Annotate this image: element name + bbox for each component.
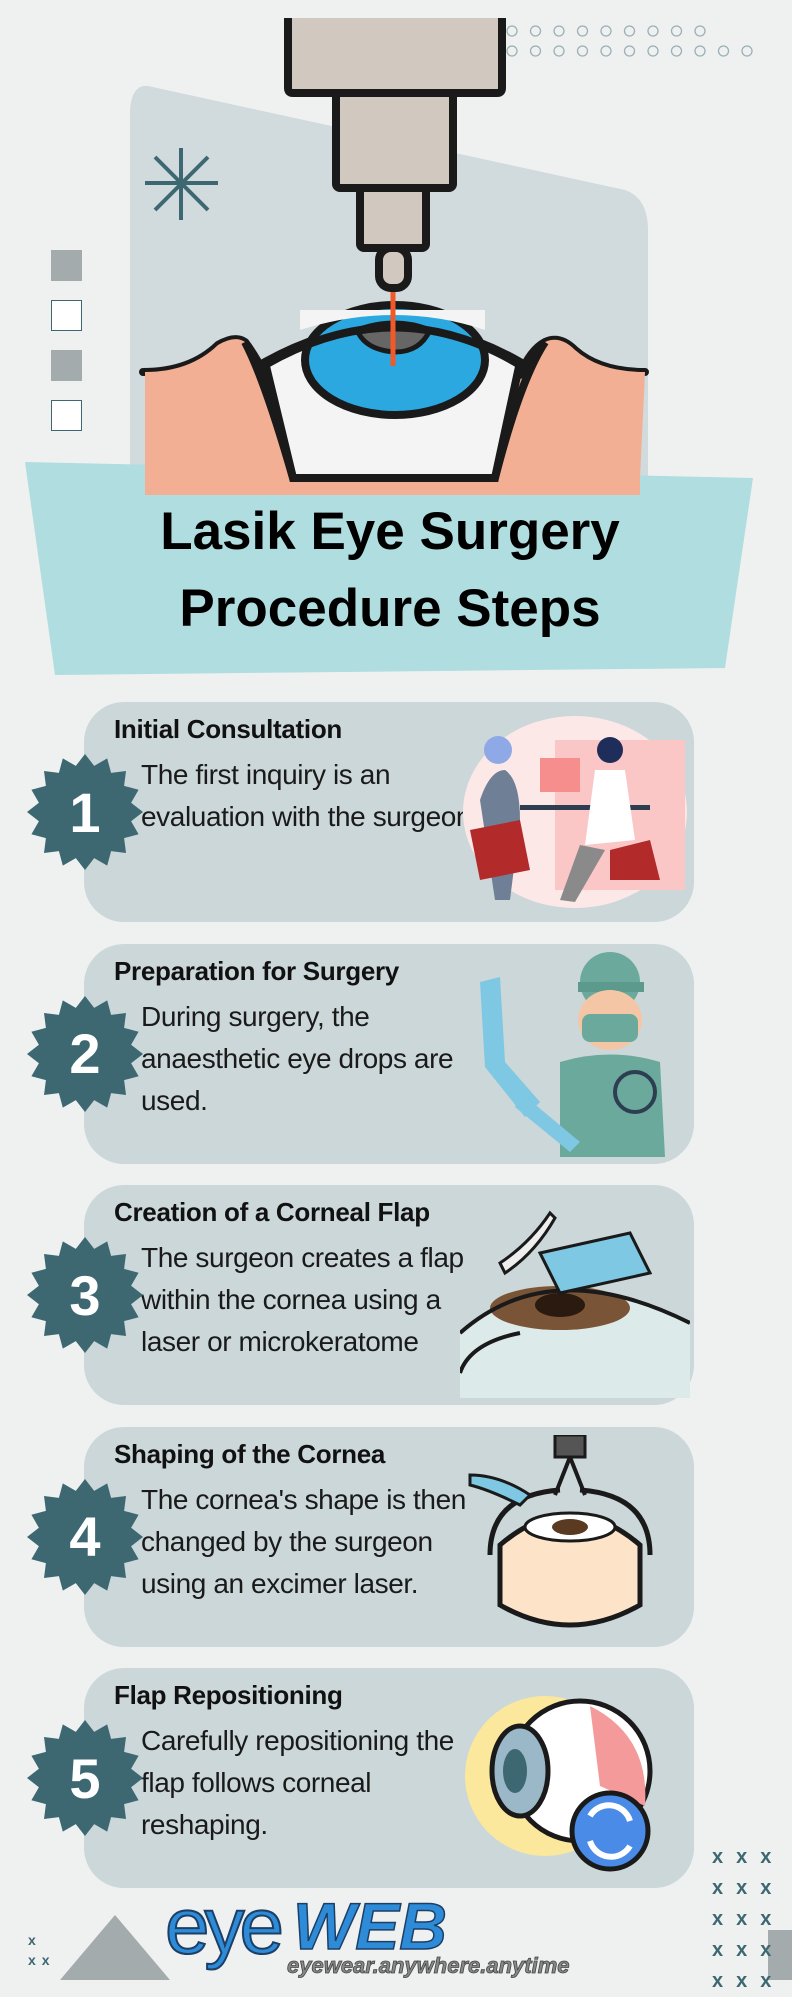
step-card: Preparation for Surgery During surgery, … — [84, 943, 694, 1164]
step-title: Flap Repositioning — [114, 1680, 343, 1710]
x-pattern-small: x xx — [28, 1932, 56, 1968]
step-description: The surgeon creates a flap within the co… — [141, 1242, 464, 1357]
square-filled — [51, 350, 82, 381]
step-card: Creation of a Corneal Flap The surgeon c… — [84, 1185, 694, 1405]
step-description: Carefully repositioning the flap follows… — [141, 1725, 454, 1840]
step-number: 3 — [69, 1263, 101, 1327]
laser-device-icon — [284, 18, 506, 292]
step-number: 1 — [69, 780, 101, 844]
starburst-icon — [27, 1478, 143, 1595]
page-title-line2: Procedure Steps — [179, 579, 601, 638]
starburst-icon — [27, 754, 143, 870]
title-band — [25, 462, 753, 675]
step-number: 2 — [69, 1022, 101, 1085]
step-title: Preparation for Surgery — [114, 955, 399, 986]
step-description: The first inquiry is an evaluation with … — [141, 759, 479, 832]
starburst-icon — [27, 995, 143, 1112]
x-pattern: xxx xxx xxx xxx xxx — [712, 1846, 785, 1992]
step-number: 4 — [69, 1505, 101, 1568]
step-number-badge: 4 — [27, 1478, 143, 1595]
corner-block — [768, 1930, 792, 1980]
step-number-badge: 5 — [27, 1720, 143, 1836]
laser-eye-illustration — [468, 1434, 653, 1627]
eyeweb-logo: eye WEB eyewear.anywhere.anytime — [164, 1881, 615, 1980]
page-title-line1: Lasik Eye Surgery — [160, 502, 620, 561]
footer-decor — [60, 1915, 792, 1980]
starburst-icon — [27, 1720, 143, 1836]
step-description: During surgery, the anaesthetic eye drop… — [141, 1000, 454, 1116]
step-card: Shaping of the Cornea The cornea's shape… — [84, 1426, 694, 1647]
step-number-badge: 3 — [27, 1237, 143, 1353]
step-title: Shaping of the Cornea — [114, 1438, 386, 1469]
corneal-flap-illustration — [460, 1210, 690, 1398]
square-filled — [51, 250, 82, 281]
step-card: Initial Consultation The first inquiry i… — [84, 702, 694, 922]
consultation-illustration — [463, 716, 687, 908]
dots-pattern — [506, 25, 753, 57]
step-title: Initial Consultation — [114, 714, 342, 744]
logo-wordmark: eye WEB — [164, 1881, 448, 1970]
logo-eye: eye — [164, 1881, 285, 1970]
header-illustration — [25, 18, 753, 675]
step-number-badge: 1 — [27, 754, 143, 870]
step-number: 5 — [69, 1746, 101, 1810]
eye-refresh-illustration — [465, 1696, 653, 1872]
square-outline — [51, 300, 82, 331]
starburst-icon — [27, 1237, 143, 1353]
step-title: Creation of a Corneal Flap — [114, 1197, 430, 1227]
step-description: The cornea's shape is then changed by th… — [141, 1483, 466, 1599]
asterisk-icon — [145, 148, 218, 220]
square-outline — [51, 400, 82, 431]
triangle-shape — [60, 1915, 170, 1980]
logo-web: WEB — [292, 1889, 447, 1963]
surgeon-illustration — [480, 951, 665, 1157]
step-card: Flap Repositioning Carefully repositioni… — [84, 1668, 694, 1888]
logo-tagline: eyewear.anywhere.anytime — [287, 1953, 570, 1978]
step-number-badge: 2 — [27, 995, 143, 1112]
